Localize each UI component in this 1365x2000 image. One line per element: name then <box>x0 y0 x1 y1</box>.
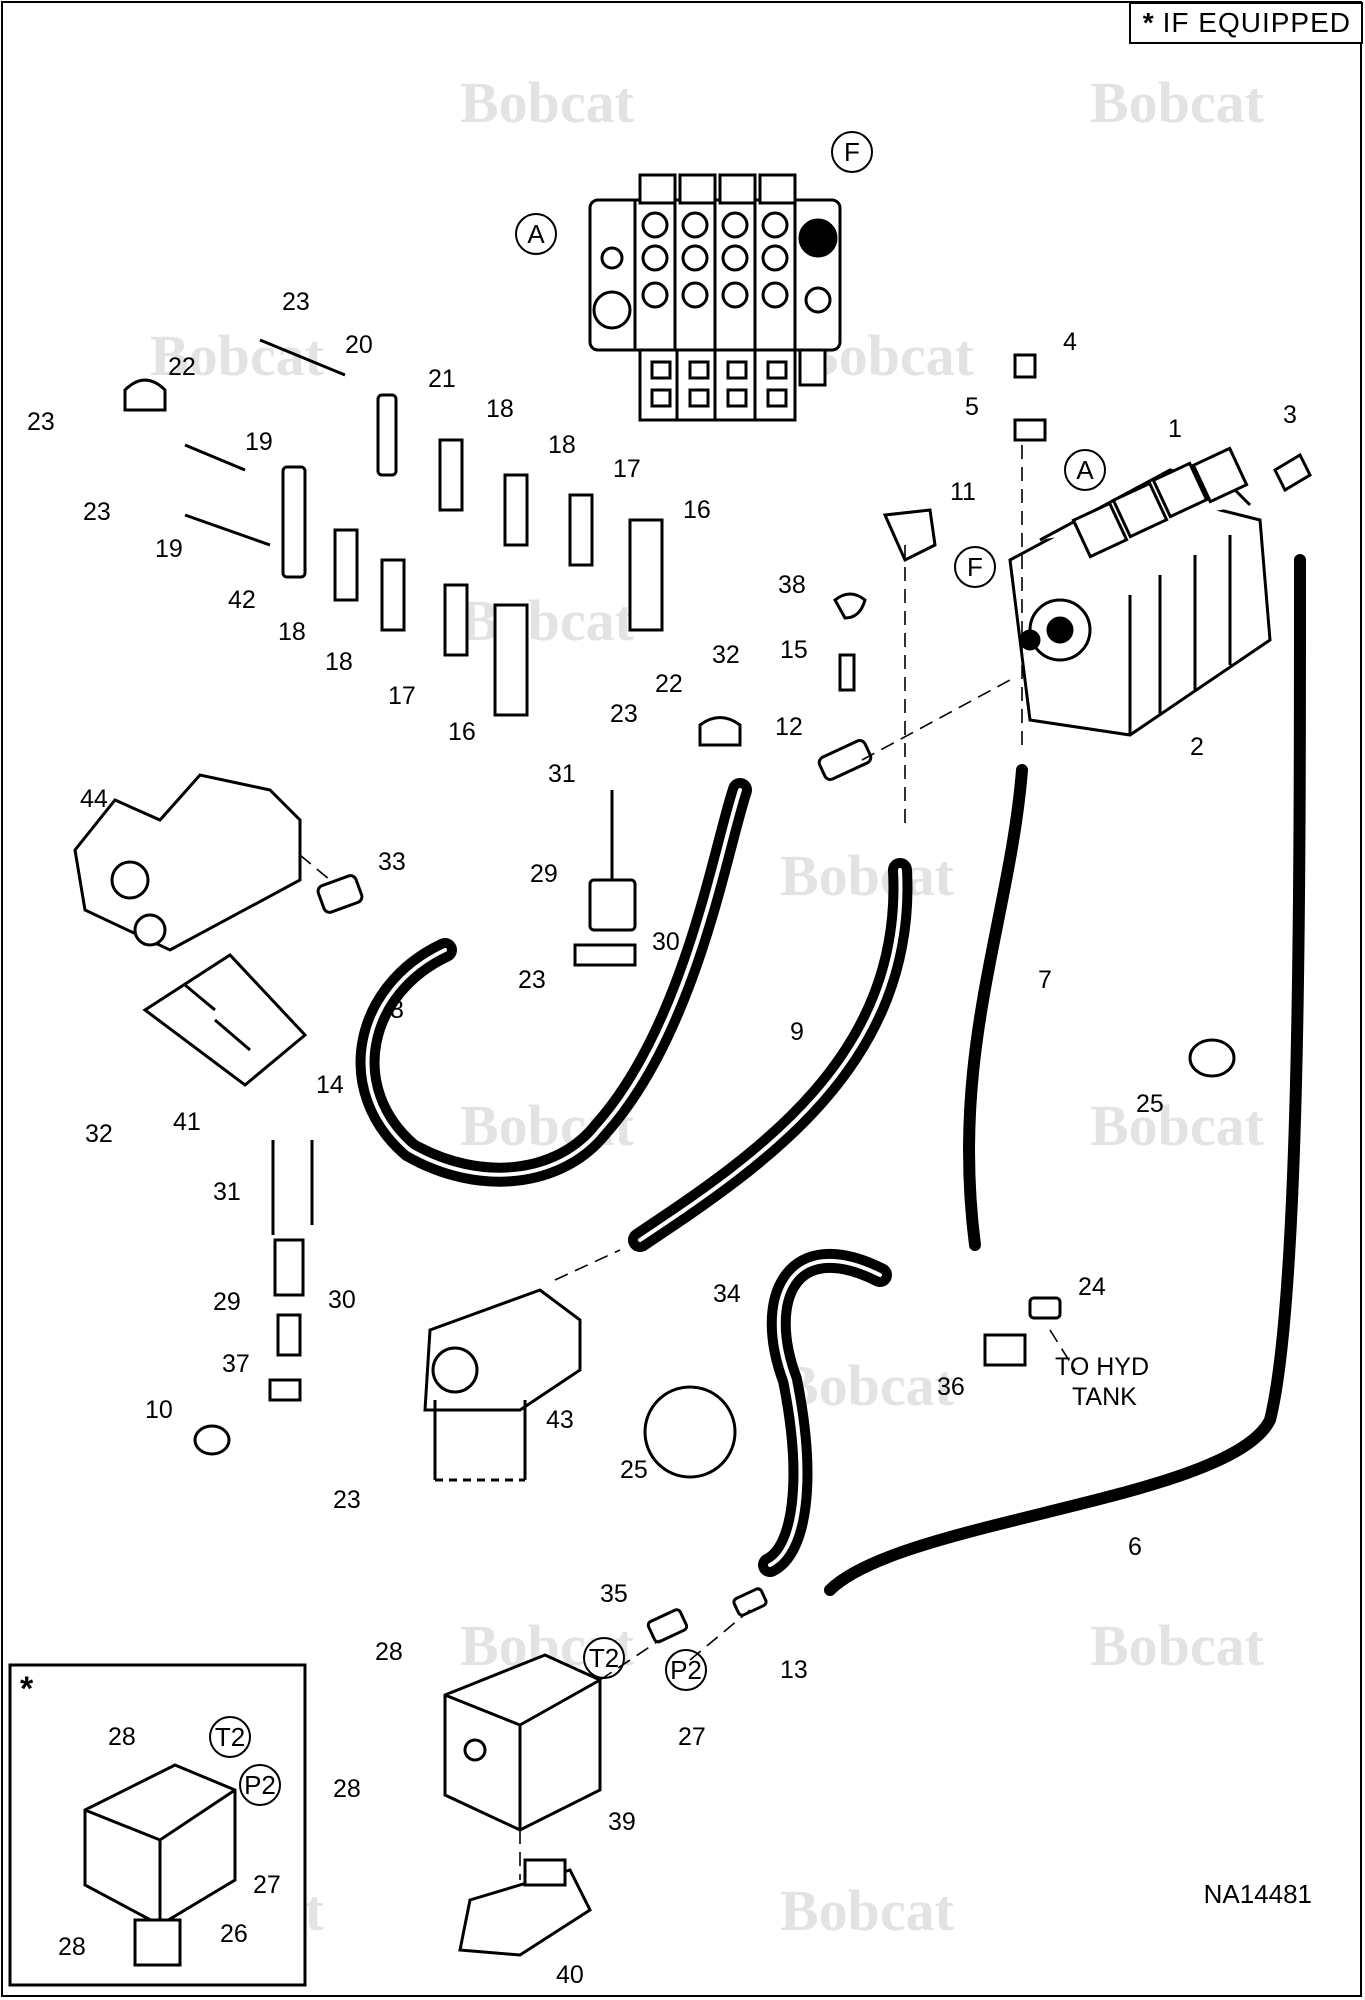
callout-18: 18 <box>278 618 306 646</box>
callout-32: 32 <box>712 641 740 669</box>
callout-28: 28 <box>108 1723 136 1751</box>
callout-21: 21 <box>428 365 456 393</box>
callout-27: 27 <box>678 1723 706 1751</box>
callout-18: 18 <box>486 395 514 423</box>
callout-31: 31 <box>213 1178 241 1206</box>
callout-23: 23 <box>282 288 310 316</box>
watermark-text: Bobcat <box>780 1878 955 1943</box>
callout-9: 9 <box>790 1018 804 1046</box>
callout-17: 17 <box>388 682 416 710</box>
callout-22: 22 <box>655 670 683 698</box>
watermark-text: Bobcat <box>460 70 635 135</box>
callout-23: 23 <box>333 1486 361 1514</box>
callout-13: 13 <box>780 1656 808 1684</box>
watermark-text: Bobcat <box>780 843 955 908</box>
watermark-text: Bobcat <box>1090 1093 1265 1158</box>
callout-43: 43 <box>546 1406 574 1434</box>
control-valve-top-view <box>588 173 842 422</box>
callout-20: 20 <box>345 331 373 359</box>
callout-25: 25 <box>1136 1090 1164 1118</box>
callout-5: 5 <box>965 393 979 421</box>
callout-23: 23 <box>518 966 546 994</box>
callout-33: 33 <box>378 848 406 876</box>
callout-34: 34 <box>713 1280 741 1308</box>
drawing-number: NA14481 <box>1203 1879 1312 1909</box>
callout-14: 14 <box>316 1071 344 1099</box>
hoses <box>355 554 1306 1596</box>
port-bubble-t2: T2 <box>215 1722 245 1752</box>
callout-35: 35 <box>600 1580 628 1608</box>
port-bubble-f: F <box>967 552 983 582</box>
callout-10: 10 <box>145 1396 173 1424</box>
callout-7: 7 <box>1038 966 1052 994</box>
callout-42: 42 <box>228 586 256 614</box>
if-equipped-note: *IF EQUIPPED <box>1128 2 1363 44</box>
callout-17: 17 <box>613 455 641 483</box>
callout-26: 26 <box>220 1920 248 1948</box>
callout-31: 31 <box>548 760 576 788</box>
callout-32: 32 <box>85 1120 113 1148</box>
callout-18: 18 <box>325 648 353 676</box>
callout-29: 29 <box>213 1288 241 1316</box>
port-bubble-a: A <box>1076 455 1094 485</box>
parts-outlines <box>73 338 1312 1957</box>
callout-27: 27 <box>253 1871 281 1899</box>
leader-lines <box>299 445 1076 1880</box>
watermark-text: Bobcat <box>1090 70 1265 135</box>
callout-39: 39 <box>608 1808 636 1836</box>
port-bubble-p2: P2 <box>670 1655 702 1685</box>
port-bubble-f: F <box>844 137 860 167</box>
watermark-text: Bobcat <box>460 588 635 653</box>
callout-24: 24 <box>1078 1273 1106 1301</box>
if-equipped-inset: * <box>8 1663 307 1987</box>
callout-19: 19 <box>155 535 183 563</box>
callout-numbers: 1 2 3 4 5 6 7 8 9 10 11 12 13 14 15 16 1… <box>27 288 1297 1989</box>
tank-label-line1: TO HYD <box>1055 1353 1149 1381</box>
callout-28: 28 <box>333 1775 361 1803</box>
inset-asterisk: * <box>20 1670 34 1708</box>
tank-label-line2: TANK <box>1072 1383 1137 1411</box>
callout-44: 44 <box>80 785 108 813</box>
callout-37: 37 <box>222 1350 250 1378</box>
callout-15: 15 <box>780 636 808 664</box>
asterisk-icon: * <box>1142 7 1155 38</box>
port-bubble-p2: P2 <box>244 1770 276 1800</box>
callout-23: 23 <box>610 700 638 728</box>
callout-12: 12 <box>775 713 803 741</box>
callout-30: 30 <box>652 928 680 956</box>
watermarks: Bobcat Bobcat Bobcat Bobcat Bobcat Bobca… <box>150 70 1265 1943</box>
callout-30: 30 <box>328 1286 356 1314</box>
port-bubble-t2: T2 <box>589 1643 619 1673</box>
callout-2: 2 <box>1190 733 1204 761</box>
callout-1: 1 <box>1168 415 1182 443</box>
callout-8: 8 <box>390 996 404 1024</box>
callout-29: 29 <box>530 860 558 888</box>
callout-38: 38 <box>778 571 806 599</box>
callout-28: 28 <box>58 1933 86 1961</box>
callout-36: 36 <box>937 1373 965 1401</box>
callout-6: 6 <box>1128 1533 1142 1561</box>
port-bubbles <box>209 131 1106 1806</box>
callout-16: 16 <box>683 496 711 524</box>
callout-23: 23 <box>83 498 111 526</box>
callout-16: 16 <box>448 718 476 746</box>
watermark-text: Bobcat <box>780 1353 955 1418</box>
callout-41: 41 <box>173 1108 201 1136</box>
callout-3: 3 <box>1283 401 1297 429</box>
callout-18: 18 <box>548 431 576 459</box>
callout-4: 4 <box>1063 328 1077 356</box>
if-equipped-text: IF EQUIPPED <box>1162 7 1351 38</box>
callout-40: 40 <box>556 1961 584 1989</box>
watermark-text: Bobcat <box>1090 1613 1265 1678</box>
main-control-valve <box>1008 446 1272 737</box>
port-bubble-a: A <box>527 219 545 249</box>
callout-28: 28 <box>375 1638 403 1666</box>
callout-23: 23 <box>27 408 55 436</box>
callout-25: 25 <box>620 1456 648 1484</box>
callout-11: 11 <box>950 478 976 506</box>
callout-22: 22 <box>168 353 196 381</box>
callout-19: 19 <box>245 428 273 456</box>
